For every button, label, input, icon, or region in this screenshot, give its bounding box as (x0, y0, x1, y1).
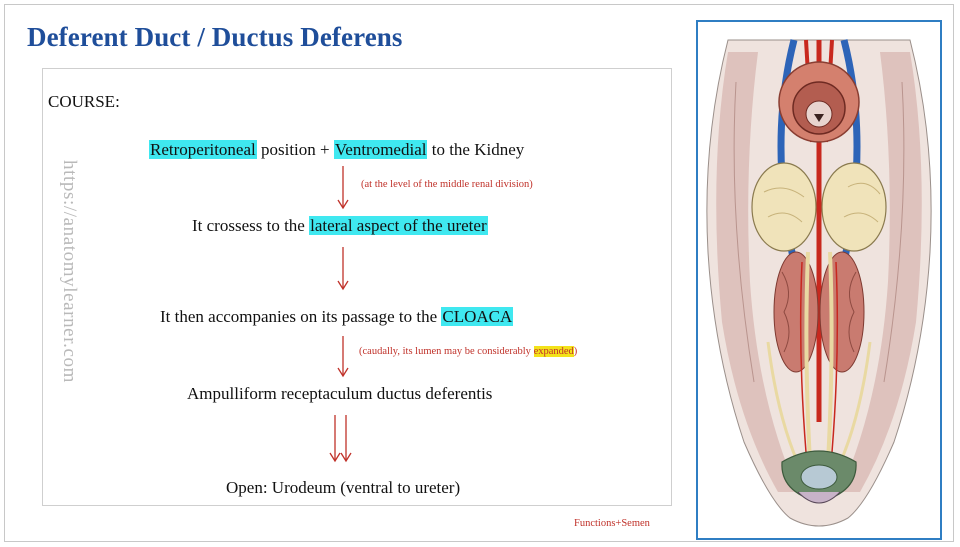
urogenital-anatomy-illustration (706, 39, 932, 527)
step-1-mid-text: position + (256, 140, 334, 159)
note-3-text: (caudally, its lumen may be considerably (359, 346, 534, 357)
step-3-text: It then accompanies on its passage to th… (160, 307, 442, 326)
note-3-end: ) (573, 346, 578, 357)
double-arrow-down (329, 415, 352, 463)
slide-title: Deferent Duct / Ductus Deferens (27, 22, 403, 52)
course-step-2: It crossess to the lateral aspect of the… (192, 216, 488, 236)
step-2-text: It crossess to the (192, 216, 310, 235)
course-step-3: It then accompanies on its passage to th… (160, 307, 514, 327)
highlight-expanded: expanded (533, 346, 574, 357)
highlight-ventromedial: Ventromedial (333, 140, 428, 159)
course-step-4: Ampulliform receptaculum ductus deferent… (187, 384, 493, 403)
anatomy-figure-frame (696, 20, 942, 540)
highlight-lateral-aspect: lateral aspect of the ureter (309, 216, 488, 235)
functions-semen-link[interactable]: Functions+Semen (574, 518, 650, 529)
note-renal-division: (at the level of the middle renal divisi… (361, 179, 533, 190)
course-step-5: Open: Urodeum (ventral to ureter) (226, 478, 461, 497)
arrow-down-3 (337, 336, 349, 378)
note-lumen-expanded: (caudally, its lumen may be considerably… (359, 346, 577, 357)
watermark: https://anatomylearner.com (59, 160, 80, 383)
arrow-down-1 (337, 166, 349, 210)
highlight-cloaca: CLOACA (441, 307, 514, 326)
step-1-end-text: to the Kidney (427, 140, 525, 159)
content-box (42, 68, 672, 506)
course-step-1: Retroperitoneal position + Ventromedial … (149, 140, 524, 160)
arrow-down-2 (337, 247, 349, 291)
highlight-retroperitoneal: Retroperitoneal (149, 140, 257, 159)
course-label: COURSE: (48, 92, 120, 111)
